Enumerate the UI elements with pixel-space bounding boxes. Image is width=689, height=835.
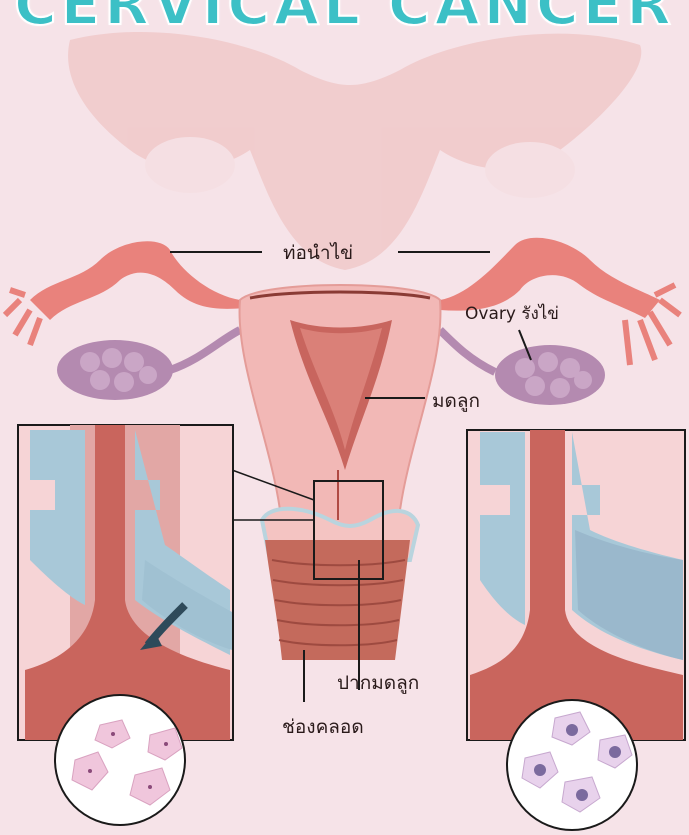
left-fallopian-tube bbox=[30, 241, 245, 320]
left-inset-normal bbox=[18, 425, 233, 740]
right-inset-abnormal bbox=[467, 430, 685, 740]
label-cervix: ปากมดลูก bbox=[337, 668, 419, 698]
label-uterus: มดลูก bbox=[432, 386, 480, 416]
label-fallopian-tube: ท่อนำไข่ bbox=[283, 238, 353, 268]
right-cell-circle bbox=[507, 700, 637, 830]
background-uterus bbox=[68, 32, 641, 270]
label-vagina: ช่องคลอด bbox=[282, 712, 364, 742]
left-cell-circle bbox=[55, 695, 185, 825]
label-ovary: Ovary รังไข่ bbox=[465, 300, 559, 327]
